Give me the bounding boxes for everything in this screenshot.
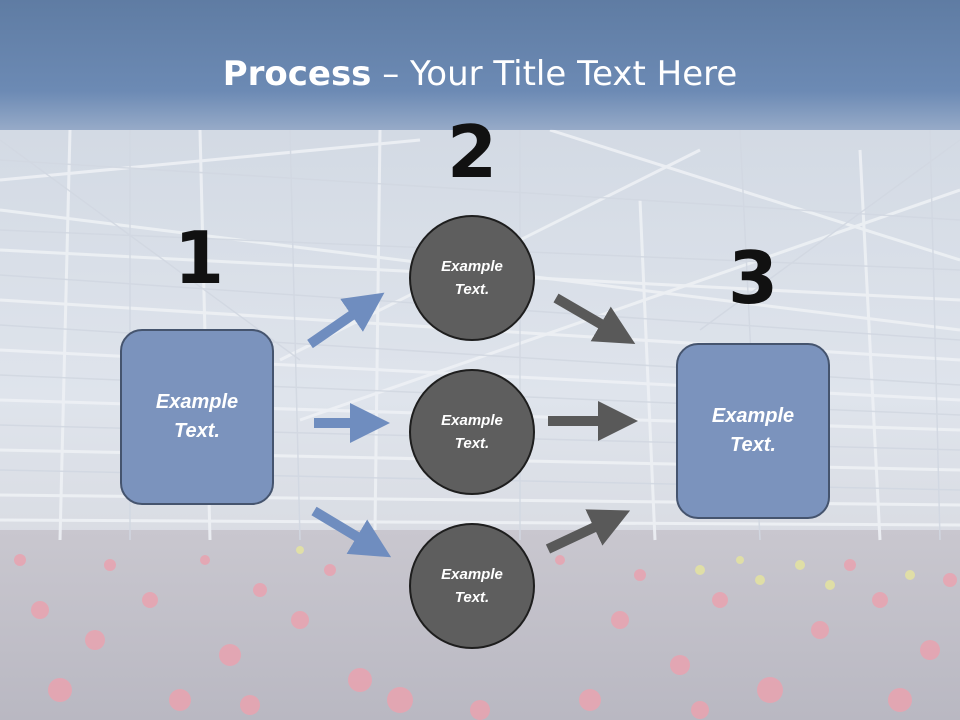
circle-bottom: Example Text. [409, 523, 535, 649]
title-bold: Process [222, 54, 372, 94]
circle-middle-text: Example Text. [441, 412, 503, 452]
left-box: Example Text. [120, 329, 274, 505]
page-title: Process – Your Title Text Here [0, 54, 960, 94]
arrow-box-to-bottom-circle [311, 506, 392, 558]
arrow-top-circle-to-box [553, 293, 636, 345]
circle-middle: Example Text. [409, 369, 535, 495]
arrow-bottom-circle-to-box [545, 509, 631, 554]
title-rest: – Your Title Text Here [371, 54, 738, 94]
header-band [0, 0, 960, 130]
left-box-text: Example Text. [155, 391, 239, 442]
circle-top: Example Text. [409, 215, 535, 341]
step-number-1: 1 [173, 216, 225, 300]
step-number-3: 3 [727, 236, 779, 320]
circle-bottom-text: Example Text. [441, 566, 503, 606]
right-box: Example Text. [676, 343, 830, 519]
right-box-text: Example Text. [711, 405, 795, 456]
arrow-box-to-top-circle [307, 292, 385, 349]
step-number-2: 2 [446, 110, 498, 194]
circle-top-text: Example Text. [441, 258, 503, 298]
